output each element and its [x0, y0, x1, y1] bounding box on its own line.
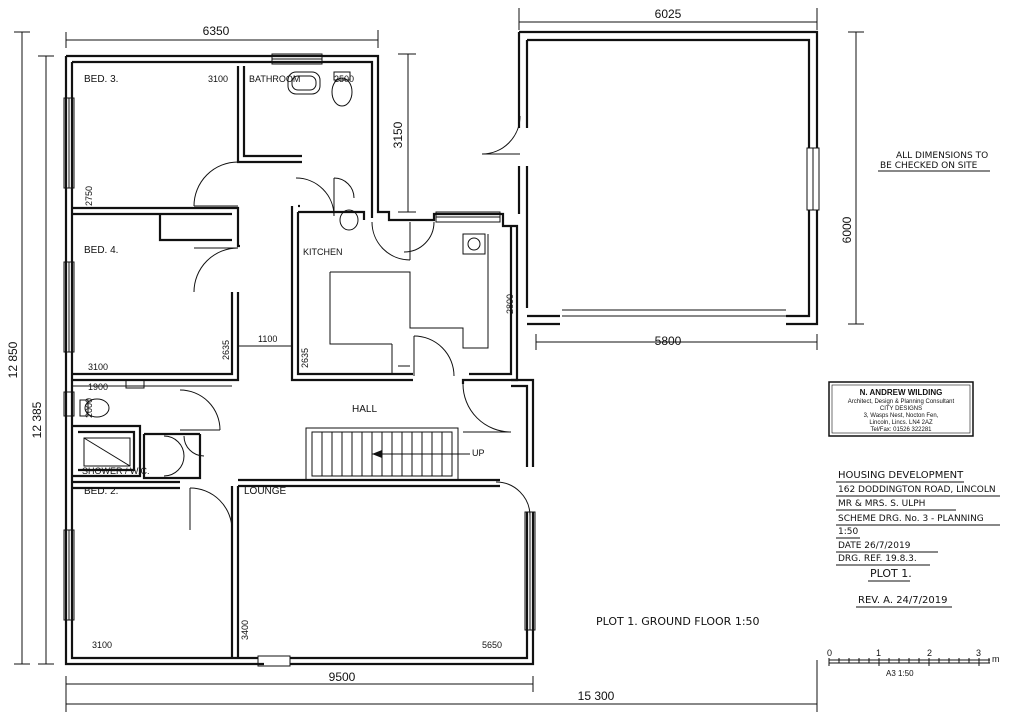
- doors: [163, 115, 531, 531]
- title-line3: MR & MRS. S. ULPH: [838, 499, 925, 509]
- staircase: [305, 427, 470, 481]
- dim-bed3-width: 3100: [208, 74, 228, 84]
- dim-overall-width: 15 300: [578, 689, 615, 703]
- title-line5: 1:50: [838, 527, 858, 537]
- stamp-line1: Architect, Design & Planning Consultant: [848, 399, 955, 405]
- title-line2: 162 DODDINGTON ROAD, LINCOLN: [838, 485, 996, 495]
- note-check-line2: BE CHECKED ON SITE: [880, 161, 978, 171]
- fittings: [79, 71, 489, 467]
- scale-tick-1: 1: [876, 648, 881, 658]
- dim-inner-height: 12 385: [30, 401, 44, 438]
- plot-label: PLOT 1.: [870, 567, 912, 580]
- room-label-bed2: BED. 2.: [84, 486, 118, 497]
- dim-garage-height: 6000: [840, 216, 854, 243]
- title-block: HOUSING DEVELOPMENT 162 DODDINGTON ROAD,…: [836, 470, 1000, 608]
- room-label-hall: HALL: [352, 404, 377, 415]
- stamp-line3: 3, Wasps Nest, Nocton Fen,: [864, 413, 939, 419]
- dim-garage-width: 5800: [655, 334, 682, 348]
- dim-overall-height: 12 850: [6, 341, 20, 378]
- stamp-line4: Lincoln, Lincs. LN4 2AZ: [869, 420, 933, 426]
- dimension-lines: [14, 8, 864, 712]
- stamp-line5: Tel/Fax: 01526 322281: [870, 427, 932, 433]
- dim-lounge-height: 3400: [240, 620, 250, 640]
- dim-bed3-height: 2750: [84, 186, 94, 206]
- title-line4: SCHEME DRG. No. 3 - PLANNING: [838, 514, 984, 524]
- room-label-kitchen: KITCHEN: [303, 247, 343, 257]
- note-check-line1: ALL DIMENSIONS TO: [896, 151, 988, 161]
- dim-bed4-height: 2635: [221, 340, 231, 360]
- title-line7: DRG. REF. 19.8.3.: [838, 554, 917, 564]
- house-walls: [64, 30, 819, 666]
- room-label-bathroom: BATHROOM: [249, 74, 300, 84]
- room-label-bed3: BED. 3.: [84, 74, 118, 85]
- dim-wc-height: 2000: [84, 398, 94, 418]
- internal-walls: [72, 66, 500, 658]
- scale-tick-2: 2: [927, 648, 932, 658]
- stamp-name: N. ANDREW WILDING: [860, 388, 943, 397]
- stair-up-label: UP: [472, 448, 485, 458]
- dim-bathroom-width: 2500: [334, 74, 354, 84]
- room-label-bed4: BED. 4.: [84, 245, 118, 256]
- scale-tick-3: 3: [976, 648, 981, 658]
- dim-bed2-width: 3100: [92, 640, 112, 650]
- revision-label: REV. A. 24/7/2019: [858, 595, 947, 606]
- title-line1: HOUSING DEVELOPMENT: [838, 470, 964, 481]
- dim-top-left: 6350: [203, 24, 230, 38]
- dim-bottom-width: 9500: [329, 670, 356, 684]
- windows: [63, 53, 820, 667]
- dim-garage-depth: 3150: [391, 121, 405, 148]
- dim-bed4-width: 3100: [88, 362, 108, 372]
- scale-tick-0: 0: [827, 648, 832, 658]
- room-label-shower: SHOWER / W.C.: [82, 466, 150, 476]
- stamp-line2: CITY DESIGNS: [880, 406, 922, 412]
- dim-kitchen-height2: 2635: [300, 348, 310, 368]
- dim-top-right: 6025: [655, 7, 682, 21]
- title-line6: DATE 26/7/2019: [838, 541, 911, 551]
- dim-lounge-width: 5650: [482, 640, 502, 650]
- scale-bar: 0 1 2 3 m A3 1:50: [827, 648, 1000, 678]
- architect-stamp: N. ANDREW WILDING Architect, Design & Pl…: [828, 381, 974, 437]
- scale-caption: A3 1:50: [886, 669, 914, 678]
- dim-kitchen-height: 2800: [505, 294, 515, 314]
- scale-unit: m: [992, 654, 1000, 664]
- plan-title: PLOT 1. GROUND FLOOR 1:50: [596, 615, 760, 628]
- dim-hall-gap: 1100: [258, 334, 277, 344]
- dim-wc-width: 1900: [88, 382, 108, 392]
- room-label-lounge: LOUNGE: [244, 486, 287, 497]
